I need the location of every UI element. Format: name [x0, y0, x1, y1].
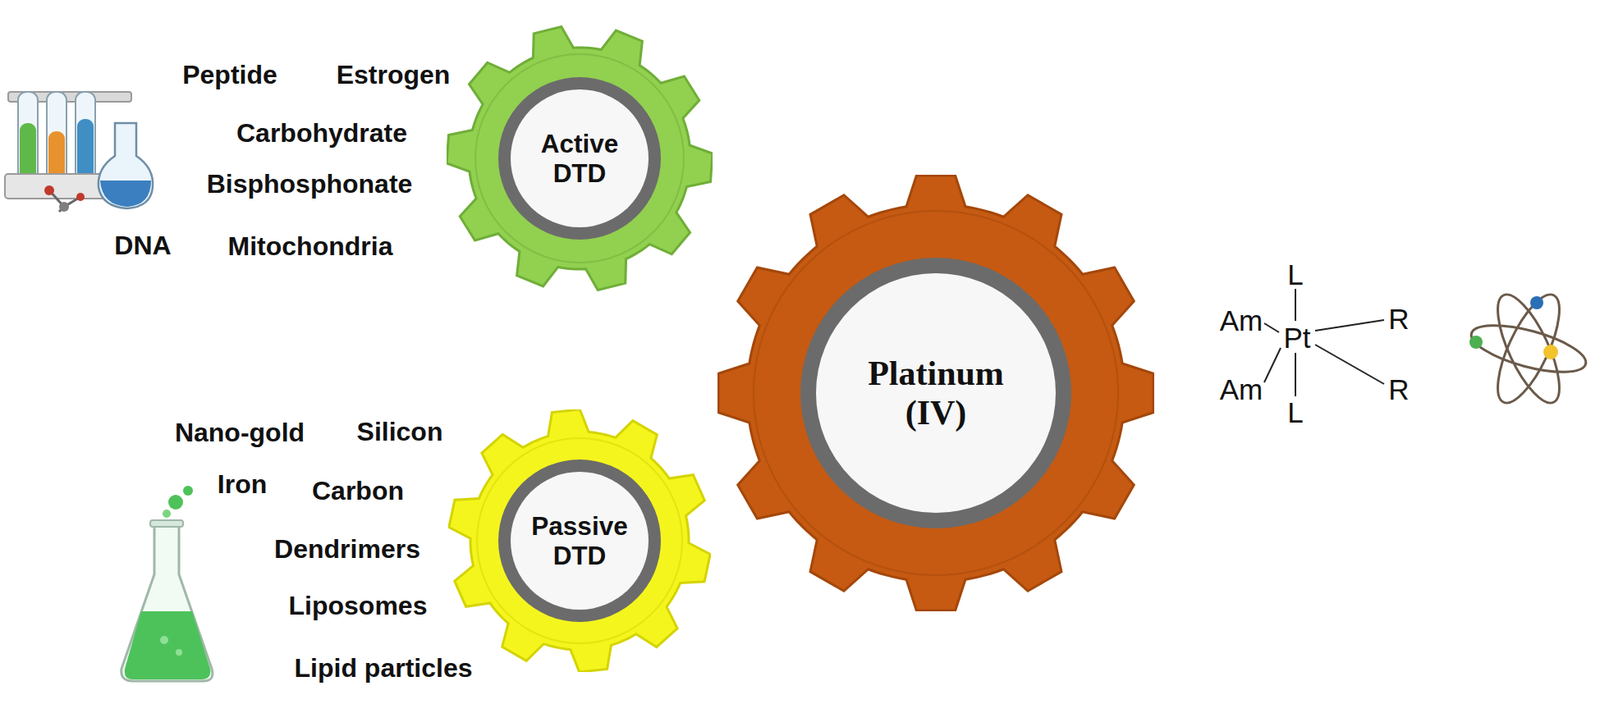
carrier-label: Iron: [217, 471, 267, 498]
bond-line: [1315, 344, 1385, 385]
gear-node: Active DTD: [446, 25, 713, 292]
bond-line: [1264, 348, 1281, 383]
structure-atom-label: Pt: [1283, 323, 1311, 353]
gear-label: Platinum (IV): [837, 353, 1035, 434]
carrier-label: Mitochondria: [228, 233, 394, 260]
carrier-label: Liposomes: [288, 592, 428, 619]
test-tube-icon: [4, 91, 153, 212]
carrier-label: Silicon: [357, 418, 444, 445]
flask-icon: [121, 485, 213, 682]
gear-ring: [498, 77, 661, 240]
gear-body: [449, 409, 711, 673]
molecule-atom: [59, 201, 69, 212]
flask-rim: [150, 520, 184, 528]
electron: [1469, 335, 1483, 349]
gear-shape: [717, 174, 1155, 612]
structure-atom-label: Am: [1219, 375, 1264, 404]
carrier-label: DNA: [114, 232, 171, 259]
structure-atom-label: Am: [1219, 306, 1264, 335]
molecule-atom: [76, 192, 85, 202]
electron: [1543, 344, 1559, 360]
gear-rim: [476, 438, 683, 644]
flask: [98, 123, 153, 209]
electron: [1530, 296, 1544, 310]
bubble: [162, 509, 171, 519]
bond-line: [1315, 320, 1385, 331]
carrier-label: Bisphosphonate: [206, 170, 413, 198]
gear-hub: [510, 472, 649, 610]
gear-hub: [510, 89, 649, 228]
gear-node: Platinum (IV): [717, 174, 1155, 612]
carrier-label: Dendrimers: [274, 536, 421, 563]
gear-node: Passive DTD: [448, 409, 711, 673]
carrier-label: Peptide: [182, 61, 278, 88]
gear-body: [718, 175, 1154, 611]
molecule-atom: [44, 185, 55, 196]
gear-rim: [475, 54, 684, 263]
carrier-label: Lipid particles: [294, 655, 473, 682]
gear-label: Active DTD: [518, 128, 642, 188]
bubble: [168, 495, 184, 510]
gear-ring: [498, 459, 661, 623]
structure-atom-label: L: [1287, 398, 1303, 427]
orbit: [1467, 316, 1591, 382]
orbit: [1485, 287, 1572, 412]
carrier-label: Carbon: [311, 477, 404, 505]
gear-rim: [753, 210, 1119, 576]
atom-icon: [1467, 287, 1591, 412]
bubble: [175, 649, 183, 656]
structure-atom-label: L: [1287, 260, 1303, 289]
flask-liquid: [124, 611, 211, 680]
carrier-label: Carbohydrate: [236, 119, 408, 147]
bubble: [160, 636, 169, 645]
structure-atom-label: R: [1388, 375, 1409, 404]
carrier-label: Estrogen: [336, 61, 451, 88]
bond-line: [1264, 323, 1280, 333]
gear-hub: [816, 273, 1056, 514]
flask-liquid: [100, 180, 152, 207]
gear-label: Passive DTD: [513, 511, 646, 571]
bubble: [183, 485, 193, 496]
bond-line: [1294, 288, 1297, 321]
gear-body: [446, 27, 713, 291]
bond-line: [1294, 353, 1297, 397]
structure-atom-label: R: [1388, 304, 1409, 334]
gear-ring: [800, 257, 1072, 529]
carrier-label: Nano-gold: [174, 419, 305, 446]
orbit: [1485, 287, 1572, 412]
pt-bonds: [1264, 288, 1385, 397]
flask-glass: [121, 525, 213, 682]
